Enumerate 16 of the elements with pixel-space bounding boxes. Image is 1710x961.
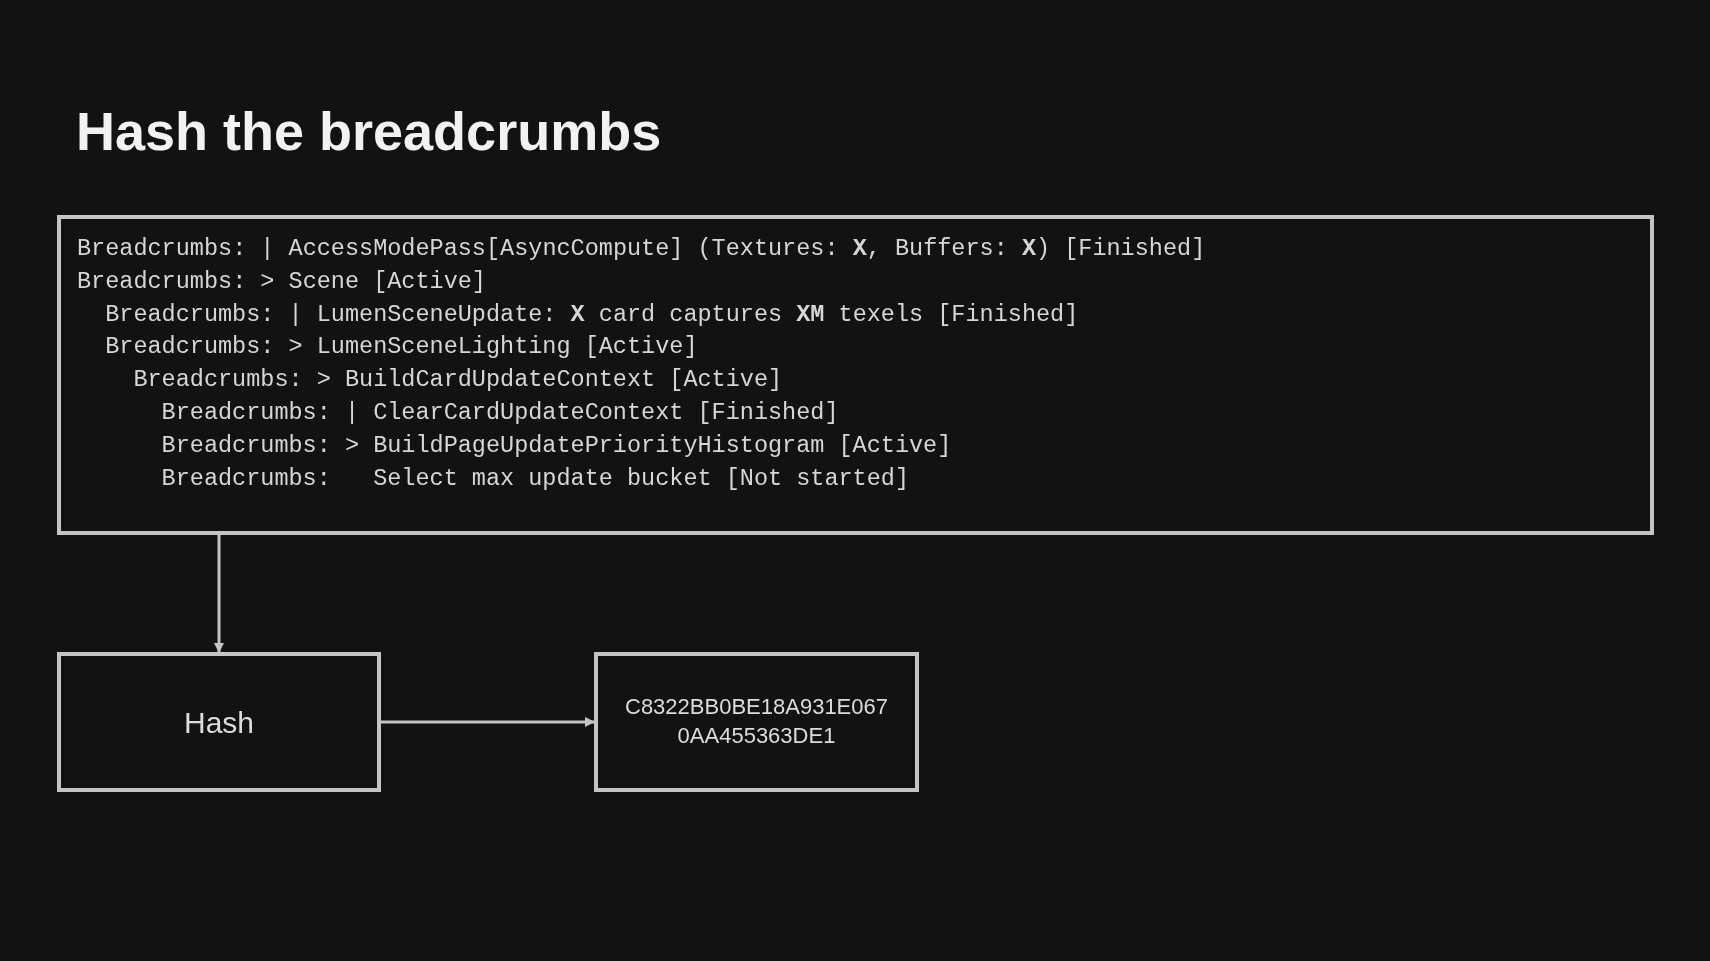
log-panel <box>57 215 1654 535</box>
log-line: Breadcrumbs: Select max update bucket [Not started] <box>161 464 909 492</box>
log-line: Breadcrumbs: | LumenSceneUpdate: X card captures XM texels [Finished] <box>105 300 1079 328</box>
hash-value: C8322BB0BE18A931E067 0AA455363DE1 <box>624 693 889 750</box>
arrow <box>214 535 224 653</box>
log-line: Breadcrumbs: | AccessModePass[AsyncCompute] (Textures: X, Buffers: X) [Finished] <box>77 235 1206 262</box>
process-box <box>594 652 919 792</box>
log-line: Breadcrumbs: > BuildPageUpdatePriorityHistogram [Active] <box>161 431 952 459</box>
arrow <box>381 717 595 727</box>
log-line: Breadcrumbs: > BuildCardUpdateContext [Active] <box>133 366 783 394</box>
log-line: Breadcrumbs: | ClearCardUpdateContext [Finished] <box>161 399 839 426</box>
log-line: Breadcrumbs: > LumenSceneLighting [Active] <box>105 333 698 361</box>
slide-title: Hash the breadcrumbs <box>76 100 662 162</box>
log-line: Breadcrumbs: > Scene [Active] <box>77 267 486 295</box>
box-label: Hash <box>182 704 255 741</box>
process-box <box>57 652 381 792</box>
